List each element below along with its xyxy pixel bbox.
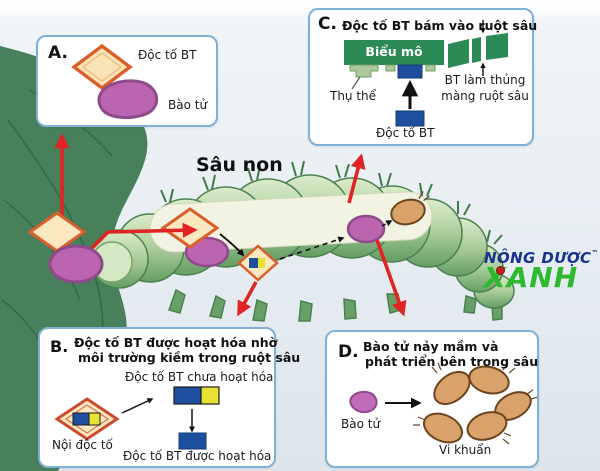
bacteria-flagella <box>413 362 537 445</box>
gut-contents <box>160 191 430 282</box>
toxin-label: Độc tố BT <box>138 48 197 62</box>
active-toxin-label: Độc tố BT được hoạt hóa <box>123 449 272 463</box>
receptor-tab <box>385 64 396 72</box>
bound-toxin-icon <box>397 64 423 79</box>
gut-short-arrow <box>381 220 393 227</box>
panel-d-title-line2: phát triển bên trong sâu <box>365 354 539 369</box>
spore-icon <box>184 236 230 268</box>
panel-b: B. Độc tố BT được hoạt hóa nhờ môi trườn… <box>38 327 300 468</box>
bacterium-icon <box>390 191 430 226</box>
caterpillar-hairs <box>160 160 503 245</box>
inactive-toxin-icon <box>173 386 220 405</box>
activation-arrow <box>121 398 154 414</box>
gut-step-arrow <box>219 233 245 257</box>
receptor-label: Thụ thể <box>330 89 377 103</box>
receptor-pointer-line <box>351 76 361 90</box>
puncture-label-line1: BT làm thủng <box>444 73 526 87</box>
spore-icon <box>48 244 104 284</box>
panel-d: D. Bào tử nảy mầm và phát triển bên tron… <box>325 330 539 468</box>
panel-b-title-line2: môi trường kiềm trong ruột sâu <box>78 350 301 365</box>
arrow-leaf-to-gut <box>86 222 198 254</box>
receptor-tab <box>425 64 436 72</box>
panel-b-title-line1: Độc tố BT được hoạt hóa nhờ <box>74 335 278 350</box>
logo-brand-top: NÔNG DƯỢC <box>484 249 592 267</box>
panel-d-title-line1: Bào tử nảy mầm và <box>363 339 499 354</box>
spore-label: Bào tử <box>168 98 208 112</box>
endotoxin-label: Nội độc tố <box>52 438 113 452</box>
bacteria-label: Vi khuẩn <box>439 443 492 457</box>
panel-a-illustration <box>71 43 159 119</box>
free-toxin-icon <box>395 110 425 127</box>
logo-text-top: NÔNG DƯỢC™ <box>484 249 599 267</box>
panel-d-illustration <box>349 362 537 445</box>
panel-a: A. Độc tố BT Bào tử <box>36 35 218 127</box>
panel-c-letter: C. <box>318 14 337 34</box>
bacteria-cluster <box>413 362 537 445</box>
arrow-gut-to-d <box>375 239 407 317</box>
panel-a-letter: A. <box>48 43 68 63</box>
endotoxin-icon <box>54 397 120 441</box>
spore-icon <box>349 390 378 414</box>
panel-c-illustration <box>344 20 508 127</box>
receptor-icon <box>349 64 379 78</box>
activated-crystal-icon <box>237 244 279 282</box>
caterpillar-label: Sâu non <box>196 154 283 176</box>
ladybug-dot-icon <box>496 266 505 275</box>
bt-crystal-inner-line <box>81 52 123 82</box>
gut-dashed-arrow <box>279 236 345 260</box>
spore-icon <box>97 79 159 119</box>
leaf-deposit <box>27 211 104 284</box>
active-toxin-icon <box>178 432 207 450</box>
logo-trademark: ™ <box>591 249 599 257</box>
epithelium-label: Biểu mô <box>365 44 423 59</box>
panel-b-illustration <box>54 386 220 450</box>
caterpillar-legs <box>168 288 503 322</box>
inactive-toxin-label: Độc tố BT chưa hoạt hóa <box>125 370 274 384</box>
punctured-membrane <box>448 33 508 68</box>
arrow-gut-to-b <box>237 281 258 317</box>
arrow-gut-to-c <box>347 153 366 204</box>
spore-icon <box>346 214 386 244</box>
bt-crystal-icon <box>71 43 133 91</box>
toxin-label: Độc tố BT <box>376 126 435 140</box>
spore-label: Bào tử <box>341 417 381 431</box>
panel-c: C. Độc tố BT bám vào ruột sâu Biểu mô Th… <box>308 8 538 146</box>
puncture-label-line2: màng ruột sâu <box>441 89 529 103</box>
panel-c-title: Độc tố BT bám vào ruột sâu <box>342 18 538 33</box>
epithelium-bar <box>344 40 444 65</box>
panel-b-letter: B. <box>50 337 69 356</box>
panel-d-letter: D. <box>338 342 359 362</box>
